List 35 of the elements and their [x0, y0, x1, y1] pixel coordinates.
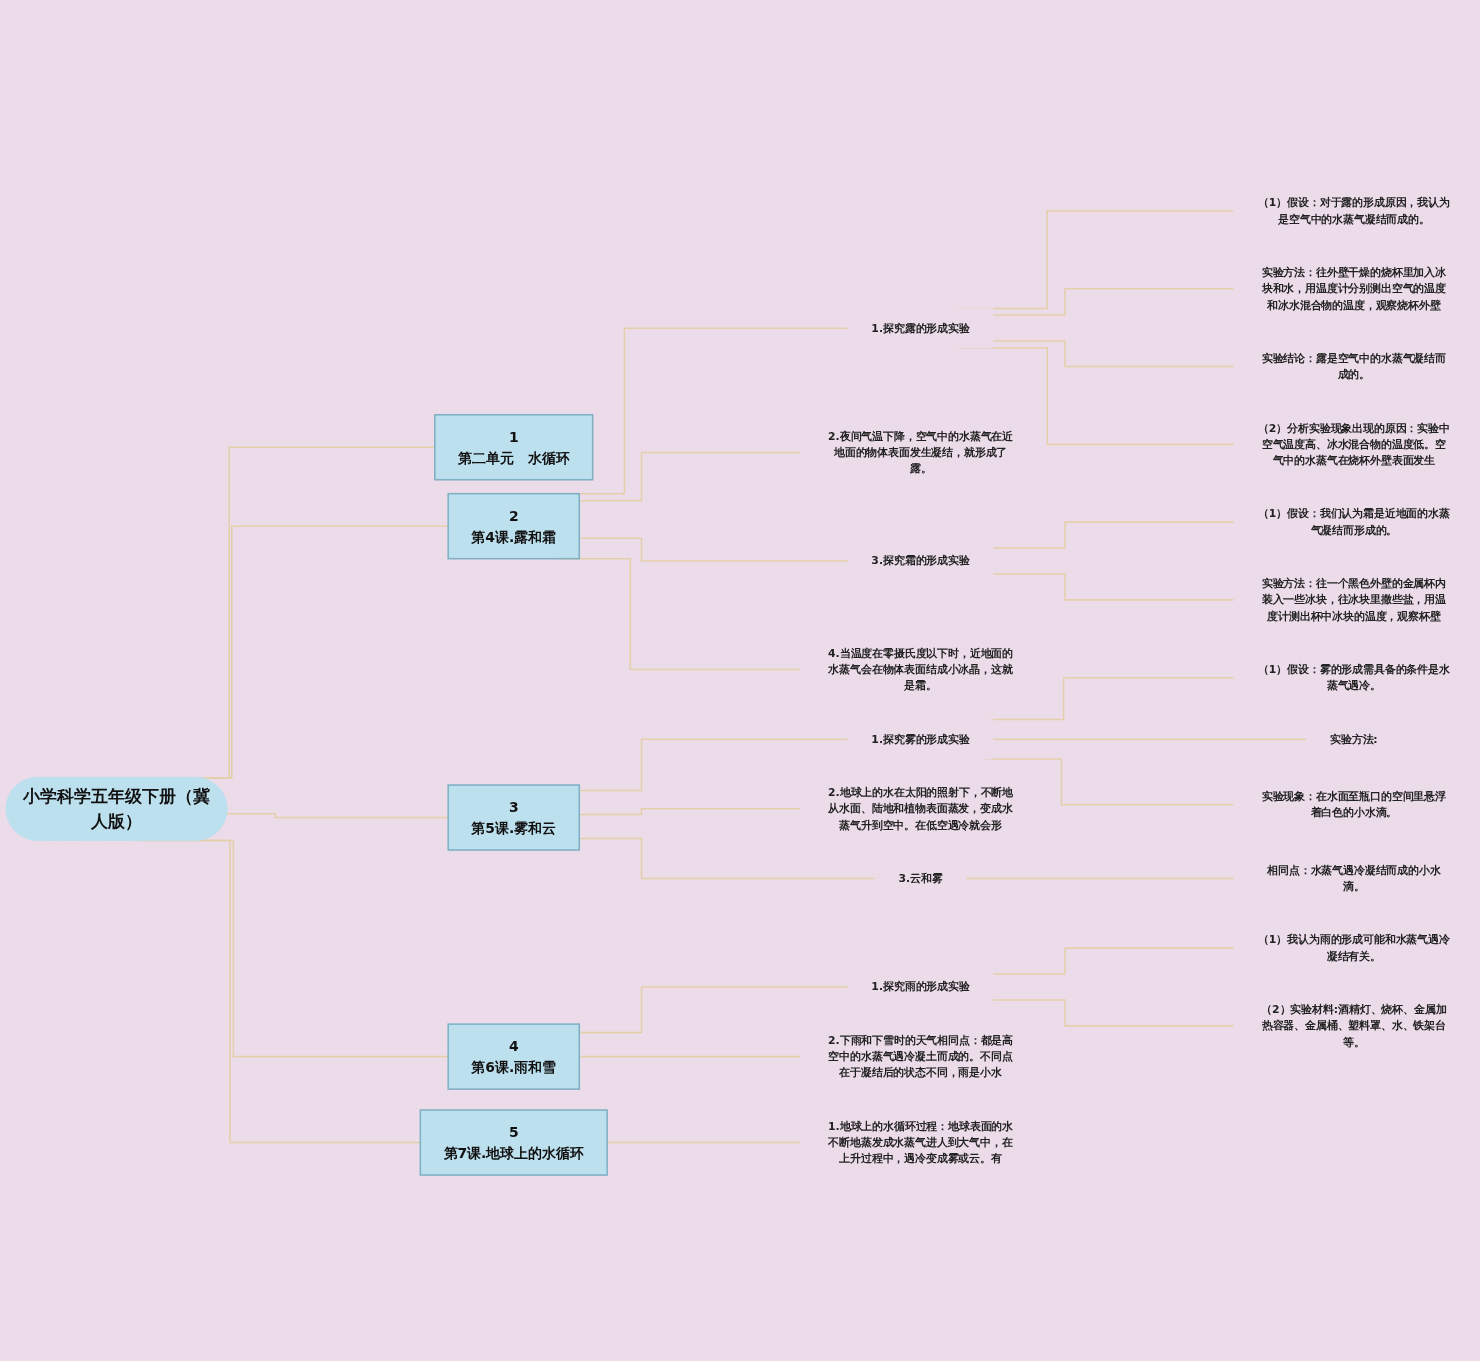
node-text: 2.夜间气温下降，空气中的水蒸气在近地面的物体表面发生凝结，就形成了露。 [828, 429, 1014, 475]
node-text: （1）假设：雾的形成需具备的条件是水蒸气遇冷。 [1258, 662, 1450, 692]
node-box: 5 第7课.地球上的水循环 [419, 1108, 608, 1176]
node-text: 相同点：水蒸气遇冷凝结而成的小水滴。 [1267, 863, 1441, 893]
node-box: 1 第二单元 水循环 [434, 413, 594, 481]
connector [992, 998, 1235, 1027]
connector [992, 572, 1235, 601]
node-text: 实验方法: [1330, 732, 1378, 745]
connector [992, 287, 1235, 316]
node-text: 实验结论：露是空气中的水蒸气凝结而成的。 [1261, 351, 1446, 381]
connector [226, 812, 449, 818]
node-text: 3.云和雾 [898, 871, 943, 884]
node-box: 4 第6课.雨和雪 [447, 1023, 581, 1090]
connector [965, 877, 1235, 879]
connector [992, 946, 1235, 975]
node-text: 2.地球上的水在太阳的照射下，不断地从水面、陆地和植物表面蒸发，变成水蒸气升到空中。在低空遇冷就会形 [828, 785, 1014, 831]
node-box: 2 第4课.露和霜 [447, 492, 581, 560]
connector [992, 738, 1308, 740]
node-text: 2.下雨和下雪时的天气相同点：都是高空中的水蒸气遇冷凝土而成的。不同点在于凝结后的状态不同，雨是小水 [828, 1033, 1014, 1079]
node-text: （1）假设：对于露的形成原因，我认为是空气中的水蒸气凝结而成的。 [1258, 195, 1450, 225]
node-text: 1.探究雨的形成实验 [871, 980, 970, 993]
connector [992, 339, 1235, 367]
node-box: 3 第5课.雾和云 [447, 783, 581, 851]
node-text: （1）我认为雨的形成可能和水蒸气遇冷凝结有关。 [1258, 933, 1450, 962]
node-text: 1.探究雾的形成实验 [871, 732, 970, 745]
node-text: 1.地球上的水循环过程：地球表面的水不断地蒸发成水蒸气进人到大气中，在上升过程中，遇冷变成雾或云。有 [828, 1119, 1014, 1165]
node-text: 3.探究霜的形成实验 [871, 554, 970, 567]
node-text: （1）假设：我们认为霜是近地面的水蒸气凝结而形成的。 [1258, 507, 1450, 536]
node-text: （2）实验材料:酒精灯、烧杯、金属加热容器、金属桶、塑料罩、水、铁架台等。 [1261, 1002, 1447, 1048]
connector [992, 521, 1235, 549]
node-text: （2）分析实验现象出现的原因：实验中空气温度高、冰水混合物的温度低。空气中的水蒸气在烧杯外壁表面发生 [1258, 421, 1450, 467]
node-text: 4.当温度在零摄氏度以下时，近地面的水蒸气会在物体表面结成小冰晶，这就是霜。 [828, 646, 1014, 692]
node-text: 实验方法：往一个黑色外壁的金属杯内装入一些冰块，往冰块里撒些盐，用温度计测出杯中冰块的温度，观察杯壁 [1261, 576, 1446, 622]
node-text: 实验方法：往外壁干燥的烧杯里加入冰块和水，用温度计分别测出空气的温度和冰水混合物的温度，观察烧杯外壁 [1261, 265, 1446, 311]
node-text: 实验现象：在水面至瓶口的空间里悬浮着白色的小水滴。 [1261, 789, 1446, 819]
